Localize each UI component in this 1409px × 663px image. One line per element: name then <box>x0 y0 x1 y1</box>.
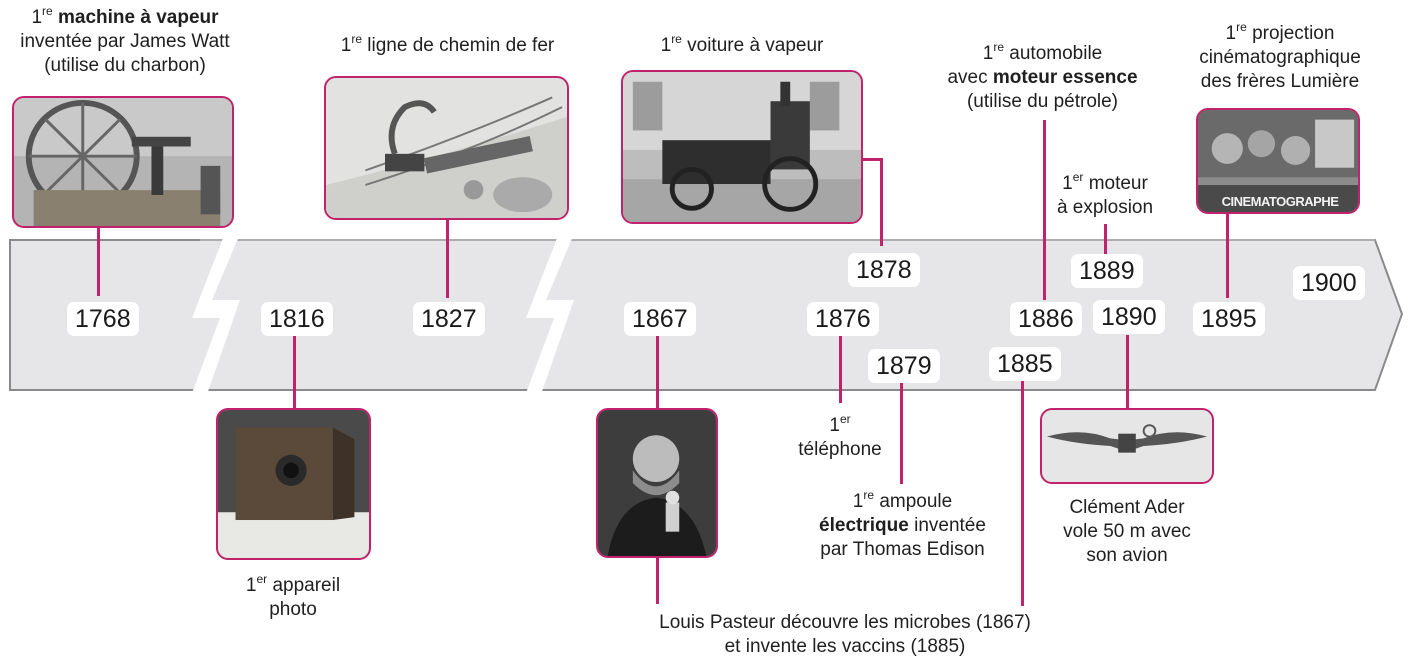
year-1876: 1876 <box>807 302 879 336</box>
photo-camera <box>216 408 371 560</box>
connector-1827 <box>446 220 449 298</box>
year-1889: 1889 <box>1071 254 1143 288</box>
caption-cinema: 1re projection cinématographique des frè… <box>1199 20 1361 92</box>
connector-1878 <box>880 158 883 246</box>
caption-bulb: 1re ampoule électrique inventée par Thom… <box>819 488 986 560</box>
connector-1768 <box>97 228 100 296</box>
year-1886: 1886 <box>1010 302 1082 336</box>
caption-automobile: 1re automobile avec moteur essence (util… <box>947 40 1138 112</box>
photo-pasteur <box>596 408 718 558</box>
photo-aircraft <box>1040 408 1214 484</box>
timeline-break-left <box>182 215 248 420</box>
caption-steam-car: 1re voiture à vapeur <box>660 32 824 56</box>
connector-1890 <box>1126 335 1129 409</box>
caption-railway: 1re ligne de chemin de fer <box>340 32 555 56</box>
timeline-break-right <box>516 215 582 420</box>
connector-1878-h <box>863 158 883 161</box>
connector-1876 <box>839 335 842 403</box>
connector-1867-caption <box>656 558 659 604</box>
photo-cinema: CINEMATOGRAPHE LUMIÈRE <box>1196 108 1360 214</box>
year-1768: 1768 <box>67 302 139 336</box>
photo-railway <box>324 76 569 220</box>
year-1885: 1885 <box>989 347 1061 381</box>
connector-1895 <box>1226 212 1229 298</box>
year-1878: 1878 <box>848 253 920 287</box>
caption-phone: 1er téléphone <box>798 412 882 460</box>
year-1890: 1890 <box>1093 300 1165 334</box>
photo-steam-car <box>621 70 863 224</box>
connector-1867 <box>656 335 659 409</box>
cinema-banner-text: CINEMATOGRAPHE LUMIÈRE <box>1221 194 1339 209</box>
year-1867: 1867 <box>624 302 696 336</box>
connector-1885 <box>1021 380 1024 606</box>
year-1879: 1879 <box>868 349 940 383</box>
connector-1889 <box>1104 224 1107 254</box>
connector-1886 <box>1043 120 1046 300</box>
connector-1816 <box>293 335 296 411</box>
connector-1879 <box>900 382 903 484</box>
photo-steam-machine <box>12 96 234 228</box>
caption-pasteur: Louis Pasteur découvre les microbes (186… <box>659 612 1031 657</box>
year-1827: 1827 <box>413 302 485 336</box>
year-1816: 1816 <box>261 302 333 336</box>
year-1900: 1900 <box>1293 266 1365 300</box>
caption-engine: 1er moteur à explosion <box>1056 170 1154 218</box>
year-1895: 1895 <box>1193 302 1265 336</box>
caption-steam-machine: 1re machine à vapeur inventée par James … <box>20 4 230 76</box>
caption-ader: Clément Ader vole 50 m avec son avion <box>1063 497 1191 566</box>
caption-camera: 1er appareil photo <box>245 572 341 620</box>
